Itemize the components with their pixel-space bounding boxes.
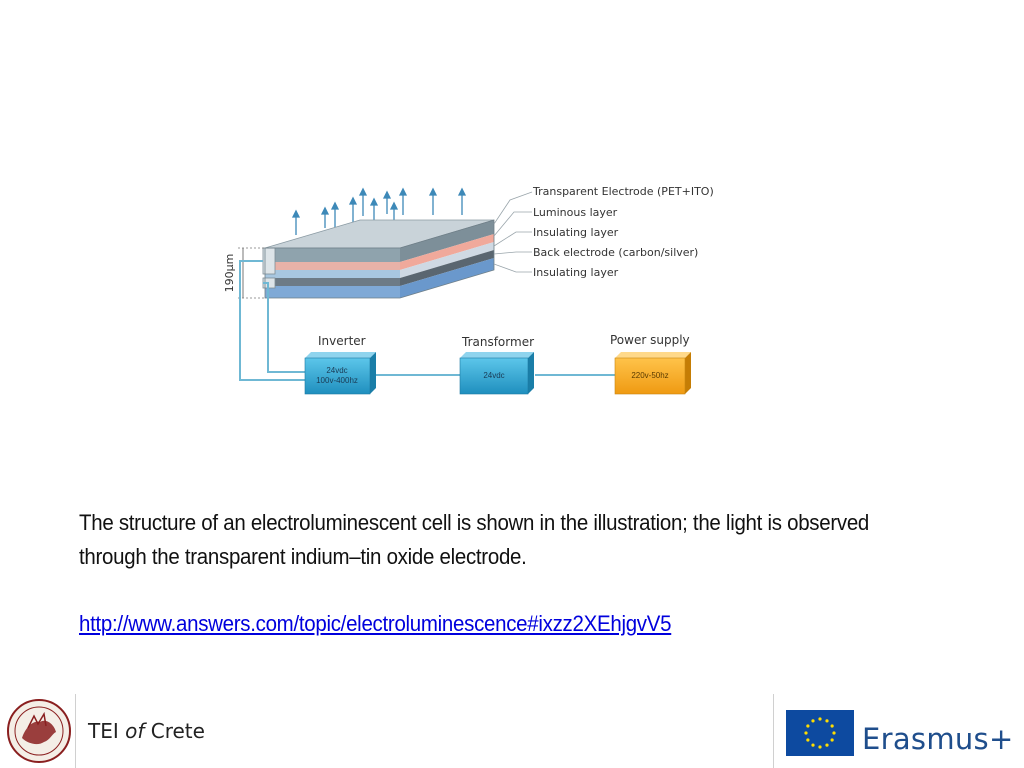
power-supply-box: Power supply 220v-50hz <box>610 333 691 395</box>
eu-flag-icon <box>786 710 854 756</box>
footer-divider <box>75 694 76 768</box>
layer-label: Insulating layer <box>533 266 619 279</box>
layer-label: Insulating layer <box>533 226 619 239</box>
caption-text: The structure of an electroluminescent c… <box>79 510 870 569</box>
component-value: 100v-400hz <box>316 376 358 385</box>
component-value: 220v-50hz <box>631 371 668 380</box>
component-title: Inverter <box>318 334 366 348</box>
electroluminescent-cell-diagram: 190µm Transparent Electrode (PET+ITO) Lu… <box>223 185 714 395</box>
star-icon <box>830 724 834 728</box>
layer-label: Luminous layer <box>533 206 618 219</box>
source-link[interactable]: http://www.answers.com/topic/electrolumi… <box>79 611 672 636</box>
arrow-icon <box>358 187 368 216</box>
star-icon <box>811 719 815 723</box>
star-icon <box>825 719 829 723</box>
arrow-icon <box>330 201 340 228</box>
star-icon <box>830 738 834 742</box>
light-arrows <box>291 187 467 235</box>
footer-divider <box>773 694 774 768</box>
component-value: 24vdc <box>326 366 347 375</box>
layer-label: Transparent Electrode (PET+ITO) <box>532 185 714 198</box>
star-icon <box>804 731 808 735</box>
arrow-icon <box>291 209 301 235</box>
component-value: 24vdc <box>483 371 504 380</box>
star-icon <box>811 743 815 747</box>
component-title: Transformer <box>461 335 534 349</box>
transformer-box: Transformer 24vdc <box>459 335 534 395</box>
cell-layers <box>262 219 495 299</box>
wiring <box>239 260 615 381</box>
erasmus-logo-text: Erasmus+ <box>862 722 1014 756</box>
star-icon <box>825 743 829 747</box>
component-title: Power supply <box>610 333 690 347</box>
star-icon <box>806 738 810 742</box>
arrow-icon <box>369 197 379 222</box>
thickness-marker: 190µm <box>223 247 265 299</box>
arrow-icon <box>320 206 330 228</box>
star-icon <box>832 731 836 735</box>
arrow-icon <box>457 187 467 215</box>
star-icon <box>818 745 822 749</box>
layer-leaders <box>493 191 533 273</box>
thickness-label: 190µm <box>223 254 236 293</box>
layer-label: Back electrode (carbon/silver) <box>533 246 698 259</box>
star-icon <box>818 717 822 721</box>
arrow-icon <box>428 187 438 215</box>
university-seal-icon <box>7 699 71 763</box>
arrow-icon <box>382 190 392 214</box>
arrow-icon <box>398 187 408 215</box>
institution-name: TEI of Crete <box>88 719 205 743</box>
arrow-icon <box>348 196 358 222</box>
inverter-box: Inverter 24vdc 100v-400hz <box>304 334 376 395</box>
star-icon <box>806 724 810 728</box>
